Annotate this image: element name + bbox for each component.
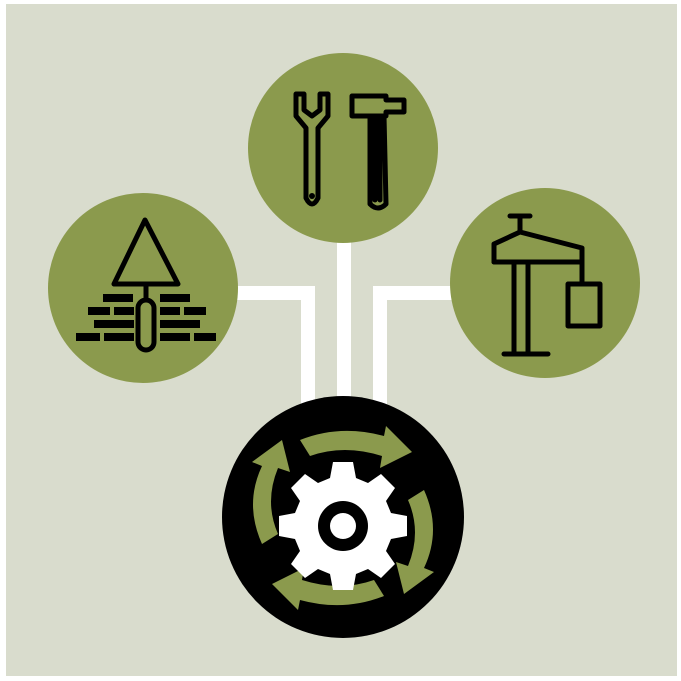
node-crane-circle bbox=[450, 188, 640, 378]
hub bbox=[222, 396, 464, 638]
node-crane bbox=[450, 188, 640, 378]
connector-masonry-horizontal bbox=[232, 286, 315, 300]
connectors bbox=[232, 242, 457, 414]
trowel-and-bricks-icon bbox=[76, 217, 216, 353]
node-tools bbox=[248, 53, 438, 243]
connector-tools bbox=[337, 242, 351, 407]
gear-with-cycle-arrows-icon bbox=[252, 426, 434, 610]
tower-crane-icon bbox=[491, 213, 603, 357]
gear-icon bbox=[279, 462, 407, 590]
connector-crane-horizontal bbox=[373, 286, 457, 300]
cycle-arrows bbox=[252, 426, 434, 610]
node-tools-circle bbox=[248, 53, 438, 243]
node-masonry bbox=[48, 193, 238, 383]
connector-masonry-vertical bbox=[301, 286, 315, 414]
connector-crane-vertical bbox=[373, 286, 387, 414]
wrench-and-hammer-icon bbox=[293, 91, 407, 211]
